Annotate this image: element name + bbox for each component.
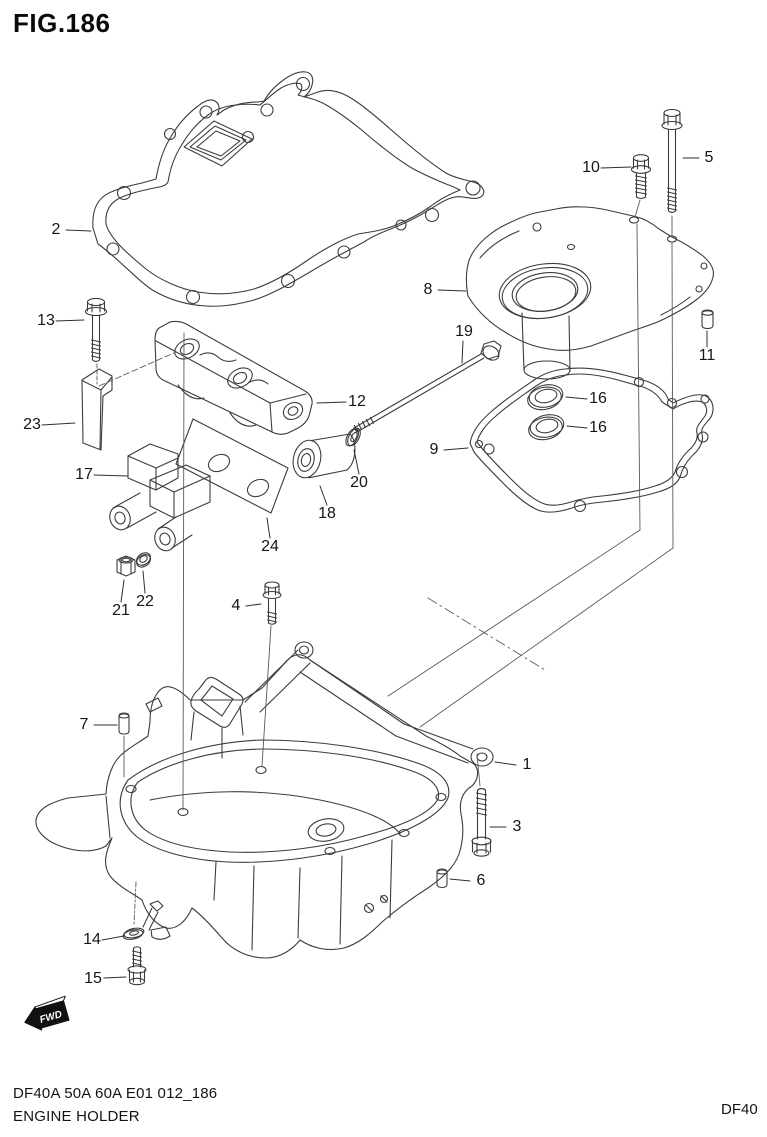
part-21-nut xyxy=(116,555,136,577)
callout-15: 15 xyxy=(84,970,102,987)
callout-19: 19 xyxy=(455,323,473,340)
callout-22: 22 xyxy=(136,593,154,610)
part-5-bolt xyxy=(661,108,683,214)
part-3-bolt xyxy=(471,787,492,857)
part-23-plate xyxy=(81,368,113,451)
callout-7: 7 xyxy=(79,716,89,733)
part-16-seal-upper xyxy=(527,384,564,411)
part-17-mount-bracket xyxy=(109,443,211,552)
callout-8: 8 xyxy=(423,281,433,298)
callout-10: 10 xyxy=(582,159,600,176)
projection-lines xyxy=(96,199,674,926)
callout-3: 3 xyxy=(512,818,522,835)
part-11-pin xyxy=(701,309,714,330)
callout-14: 14 xyxy=(83,931,101,948)
callout-9: 9 xyxy=(429,441,439,458)
callout-23: 23 xyxy=(23,416,41,433)
callout-16-upper: 16 xyxy=(589,390,607,407)
part-19-bolt xyxy=(353,340,502,433)
part-14-anode xyxy=(122,900,171,940)
callout-4: 4 xyxy=(231,597,241,614)
fwd-arrow: FWD xyxy=(24,995,70,1031)
part-24-plate xyxy=(175,418,289,514)
callout-18: 18 xyxy=(318,505,336,522)
callout-6: 6 xyxy=(476,872,486,889)
part-7-pin xyxy=(118,712,130,735)
callout-5: 5 xyxy=(704,149,714,166)
part-15-bolt xyxy=(127,946,147,986)
callout-1: 1 xyxy=(522,756,532,773)
callout-20: 20 xyxy=(350,474,368,491)
callout-17: 17 xyxy=(75,466,93,483)
footer-part-name: ENGINE HOLDER xyxy=(13,1108,140,1125)
callout-11: 11 xyxy=(698,347,716,364)
part-13-bolt xyxy=(84,297,108,363)
part-12-mount-bracket xyxy=(154,320,313,435)
part-1-engine-holder xyxy=(35,641,494,959)
part-4-bolt xyxy=(262,581,282,625)
part-10-bolt xyxy=(630,154,652,200)
part-9-gasket xyxy=(469,367,714,513)
footer-model-code: DF40 xyxy=(721,1101,758,1118)
part-22-washer xyxy=(136,552,151,568)
part-18-bushing xyxy=(292,433,356,479)
leader-lines xyxy=(41,157,708,979)
callout-12: 12 xyxy=(348,393,366,410)
callout-13: 13 xyxy=(37,312,55,329)
callout-16-lower: 16 xyxy=(589,419,607,436)
callout-2: 2 xyxy=(51,221,61,238)
callout-21: 21 xyxy=(112,602,130,619)
part-2-gasket xyxy=(92,71,485,307)
part-16-seal-lower xyxy=(528,414,565,441)
figure-title: FIG.186 xyxy=(13,8,111,38)
callout-24: 24 xyxy=(261,538,279,555)
footer-part-code: DF40A 50A 60A E01 012_186 xyxy=(13,1085,218,1102)
part-6-pin xyxy=(436,868,448,889)
part-8-cover-plate xyxy=(465,206,714,380)
